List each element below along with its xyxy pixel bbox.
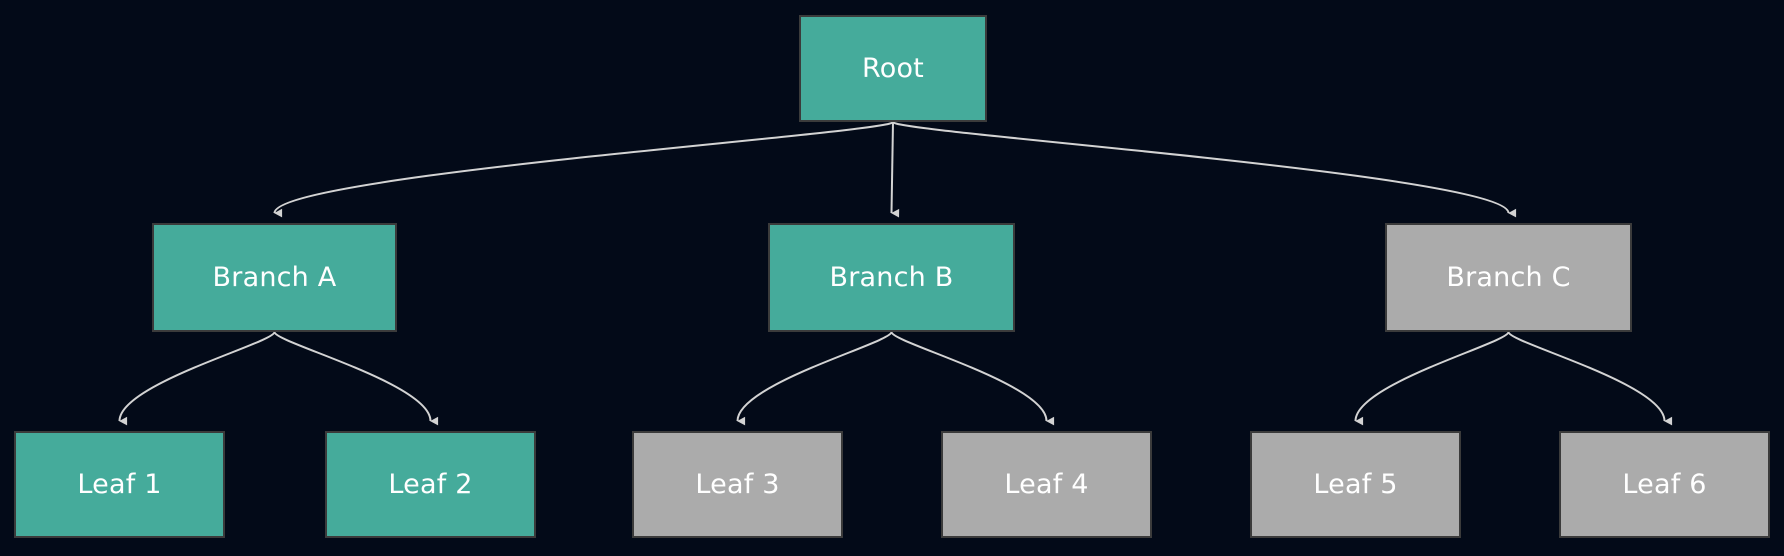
node-label: Root [862, 53, 924, 84]
node-leaf4[interactable]: Leaf 4 [941, 431, 1152, 538]
node-branchB[interactable]: Branch B [768, 223, 1015, 332]
node-leaf6[interactable]: Leaf 6 [1559, 431, 1770, 538]
edge-branchB-to-leaf4 [890, 331, 1055, 426]
node-label: Branch C [1446, 262, 1571, 293]
node-branchA[interactable]: Branch A [152, 223, 397, 332]
node-label: Leaf 4 [1004, 469, 1089, 500]
node-label: Branch A [212, 262, 337, 293]
node-branchC[interactable]: Branch C [1385, 223, 1632, 332]
edge-branchC-to-leaf5 [1354, 331, 1510, 426]
edge-branchB-to-leaf3 [736, 331, 893, 426]
node-label: Leaf 5 [1313, 469, 1398, 500]
edge-branchC-to-leaf6 [1507, 331, 1673, 426]
node-label: Leaf 3 [695, 469, 780, 500]
node-leaf2[interactable]: Leaf 2 [325, 431, 536, 538]
node-label: Branch B [829, 262, 954, 293]
node-leaf3[interactable]: Leaf 3 [632, 431, 843, 538]
node-label: Leaf 2 [388, 469, 473, 500]
node-label: Leaf 6 [1622, 469, 1707, 500]
edge-branchA-to-leaf1 [118, 331, 276, 426]
node-leaf5[interactable]: Leaf 5 [1250, 431, 1461, 538]
edge-root-to-branchA [273, 121, 894, 218]
node-label: Leaf 1 [77, 469, 162, 500]
edge-root-to-branchC [892, 121, 1517, 218]
edge-root-to-branchB [890, 121, 900, 218]
node-leaf1[interactable]: Leaf 1 [14, 431, 225, 538]
edge-branchA-to-leaf2 [273, 331, 439, 426]
node-root[interactable]: Root [799, 15, 987, 122]
